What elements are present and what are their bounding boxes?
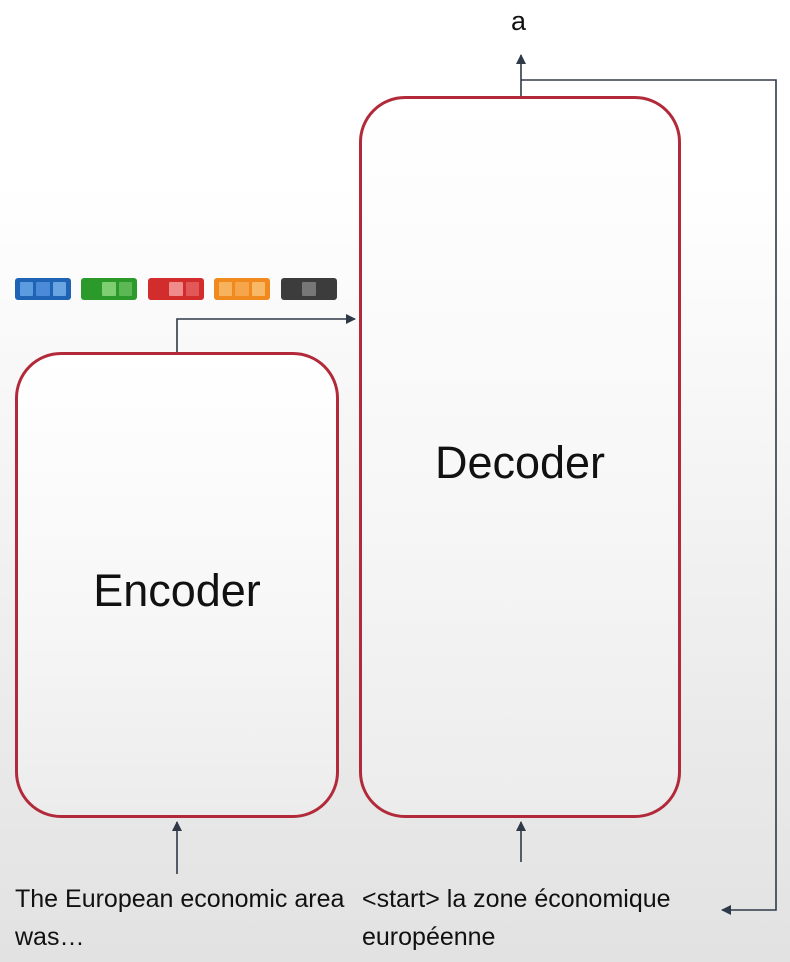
context-vector-cell (52, 282, 66, 296)
context-vector-cell (251, 282, 265, 296)
context-vector-cell (102, 282, 116, 296)
context-vector-cell (286, 282, 300, 296)
context-to-decoder-arrow (176, 314, 356, 352)
output-token: a (511, 6, 527, 36)
encoder-box: Encoder (15, 352, 339, 818)
context-vector-cell (219, 282, 233, 296)
context-vector-cell (118, 282, 132, 296)
decoder-label: Decoder (434, 437, 606, 488)
context-vector-1 (15, 278, 71, 300)
context-vector-4 (214, 278, 270, 300)
context-vector-cell (153, 282, 167, 296)
context-vector-cell (169, 282, 183, 296)
context-vector-cell (86, 282, 100, 296)
context-vector-cell (235, 282, 249, 296)
context-vector-3 (148, 278, 204, 300)
context-vector-cell (185, 282, 199, 296)
context-vector-2 (81, 278, 137, 300)
decoder-input-text: <start> la zone économique européenne (362, 885, 671, 951)
encoder-input-text: The European economic area was… (15, 885, 345, 951)
feedback-arrow (521, 79, 777, 915)
context-vector-cell (302, 282, 316, 296)
context-vector-cell (318, 282, 332, 296)
context-vector-cell (36, 282, 50, 296)
encoder-label: Encoder (93, 565, 261, 616)
context-vector-cell (20, 282, 34, 296)
context-vector-5 (281, 278, 337, 300)
decoder-box: Decoder (359, 96, 681, 818)
